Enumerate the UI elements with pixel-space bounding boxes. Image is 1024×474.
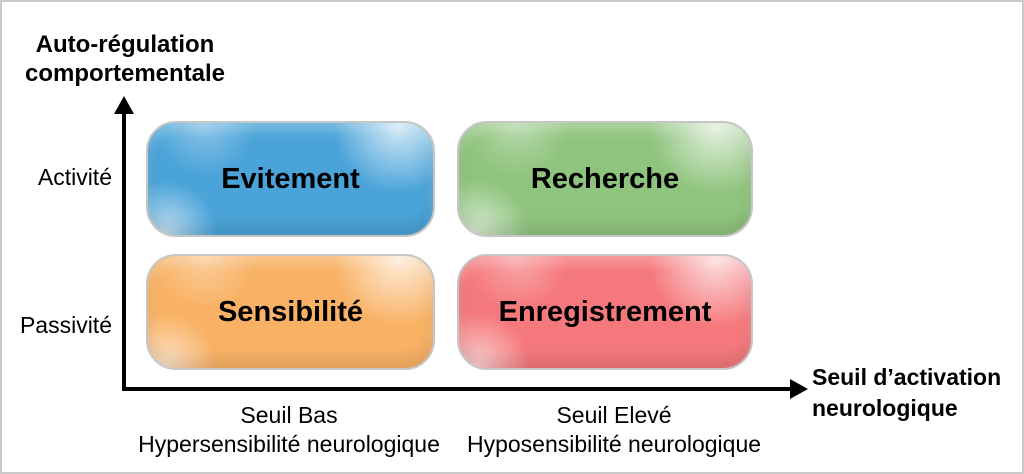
- x-axis-title-line2: neurologique: [812, 395, 958, 421]
- x-axis-arrowhead-icon: [790, 379, 808, 399]
- x-axis-tick-seuil-bas: Seuil Bas Hypersensibilité neurologique: [104, 401, 474, 459]
- quadrant-enregistrement-label: Enregistrement: [498, 295, 712, 328]
- y-axis-tick-passivite: Passivité: [19, 312, 112, 338]
- x-axis-title: Seuil d’activation neurologique: [812, 362, 1012, 424]
- y-axis-title-line1: Auto-régulation: [35, 31, 215, 58]
- x-axis-tick-seuil-eleve-line2: Hyposensibilité neurologique: [466, 431, 762, 457]
- y-axis-arrowhead-icon: [114, 96, 134, 114]
- y-axis-tick-activite: Activité: [37, 164, 112, 190]
- quadrant-enregistrement: Enregistrement: [457, 254, 753, 370]
- quadrant-sensibilite-label: Sensibilité: [217, 295, 364, 328]
- x-axis-tick-seuil-eleve-line1: Seuil Elevé: [556, 402, 672, 428]
- quadrant-evitement: Evitement: [146, 121, 435, 237]
- y-axis-title: Auto-régulation comportementale: [12, 30, 238, 88]
- x-axis-tick-seuil-bas-line1: Seuil Bas: [240, 402, 338, 428]
- quadrant-recherche: Recherche: [457, 121, 753, 237]
- x-axis-title-line1: Seuil d’activation: [812, 364, 1002, 390]
- quadrant-recherche-label: Recherche: [530, 162, 680, 195]
- y-axis-title-line2: comportementale: [24, 60, 226, 87]
- quadrant-evitement-label: Evitement: [221, 162, 360, 195]
- x-axis-tick-seuil-eleve: Seuil Elevé Hyposensibilité neurologique: [429, 401, 799, 459]
- y-axis-line: [122, 106, 126, 391]
- x-axis-tick-seuil-bas-line2: Hypersensibilité neurologique: [138, 431, 440, 457]
- quadrant-sensibilite: Sensibilité: [146, 254, 435, 370]
- x-axis-line: [122, 387, 792, 391]
